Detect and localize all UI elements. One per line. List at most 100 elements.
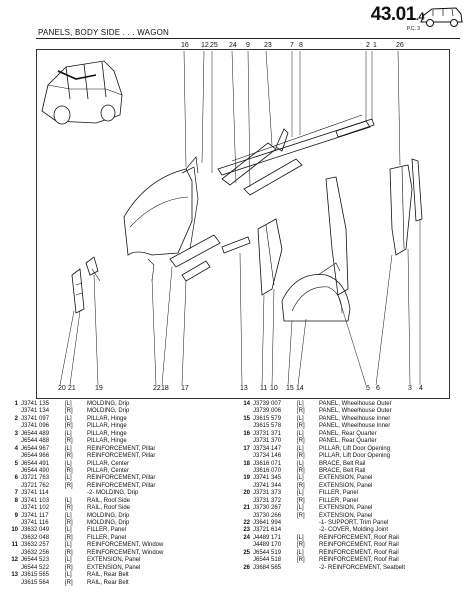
part-side: [R] xyxy=(65,482,73,489)
part-side: [R] xyxy=(297,467,305,474)
part-row: J6544 490[R]PILLAR, Center xyxy=(4,468,234,475)
page-code-sub: .4 xyxy=(415,11,425,23)
part-description: RAIL, Roof Side xyxy=(87,497,131,504)
part-ref-number: 15 xyxy=(243,415,250,422)
part-side: [L] xyxy=(297,490,304,497)
part-description: EXTENSION, Panel xyxy=(319,512,373,519)
part-description: PANEL, Wheelhouse Inner xyxy=(319,415,391,422)
part-number: J3615 565 xyxy=(21,572,50,579)
part-description: -2- MOLDING, Drip xyxy=(87,490,139,497)
part-number: J3741 344 xyxy=(253,482,282,489)
part-side: [R] xyxy=(65,438,73,445)
part-ref-number: 3 xyxy=(14,430,18,437)
part-side: [L] xyxy=(65,542,72,549)
part-description: REINFORCEMENT, Pillar xyxy=(87,482,156,489)
part-number: J3615 578 xyxy=(253,423,282,430)
part-description: FILLER, Panel xyxy=(319,497,359,504)
part-description: MOLDING, Drip xyxy=(87,520,130,526)
part-number: J3721 763 xyxy=(21,475,50,482)
part-side: [R] xyxy=(65,408,73,415)
part-description: -2- REINFORCEMENT, Seatbelt xyxy=(319,564,406,571)
part-description: REINFORCEMENT, Roof Rail xyxy=(319,557,399,564)
part-number: J6544 967 xyxy=(21,445,50,452)
callout-bottom-9: 10 xyxy=(270,385,278,392)
part-description: FILLER, Panel xyxy=(87,534,127,541)
part-description: REINFORCEMENT, Roof Rail xyxy=(319,534,399,541)
part-row: J3741 096[R]PILLAR, Hinge xyxy=(4,423,234,430)
part-side: [R] xyxy=(65,534,73,541)
part-number: J3731 371 xyxy=(253,430,282,437)
callout-bottom-8: 11 xyxy=(260,385,268,392)
part-number: J3741 114 xyxy=(21,490,49,497)
part-side: [L] xyxy=(297,430,304,437)
part-ref-number: 19 xyxy=(243,475,250,482)
part-ref-number: 1 xyxy=(14,401,18,407)
part-number: J4489 170 xyxy=(253,542,282,549)
part-description: BRACE, Belt Rail xyxy=(319,460,366,467)
part-description: RAIL, Rear Belt xyxy=(87,579,129,586)
part-number: J3741 345 xyxy=(253,475,282,482)
part-side: [L] xyxy=(65,572,72,579)
part-description: PILLAR, Hinge xyxy=(87,423,127,430)
part-ref-number: 5 xyxy=(14,460,18,467)
part-side: [L] xyxy=(65,475,72,482)
leader-lines xyxy=(59,50,421,386)
part-description: REINFORCEMENT, Window xyxy=(87,542,164,549)
part-number: J3641 994 xyxy=(253,520,282,526)
part-row: J3632 048 [R] FILLER, Panel xyxy=(4,535,234,542)
part-ref-number: 16 xyxy=(243,430,250,437)
hinge-pillar-parts xyxy=(325,158,423,296)
part-number: J3632 256 xyxy=(21,549,50,556)
part-description: REINFORCEMENT, Pillar xyxy=(87,445,156,452)
part-number: J6544 518 xyxy=(253,557,282,564)
part-number: J3616 070 xyxy=(253,467,282,474)
part-side: [R] xyxy=(297,512,305,519)
part-description: REINFORCEMENT, Pillar xyxy=(87,453,156,460)
part-number: J3730 266 xyxy=(253,512,282,519)
part-side: [L] xyxy=(65,401,72,407)
part-number: J3741 116 xyxy=(21,520,49,526)
part-side: [R] xyxy=(297,453,305,460)
wheelhouse-panels xyxy=(281,262,351,322)
callout-top-4: 24 xyxy=(229,42,237,49)
part-ref-number: 20 xyxy=(243,490,250,497)
part-number: J3741 097 xyxy=(21,415,50,422)
part-side: [L] xyxy=(297,445,304,452)
part-number: J3615 579 xyxy=(253,415,282,422)
part-row: J3739 006[R]PANEL, Wheelhouse Outer xyxy=(236,408,464,415)
callout-bottom-7: 13 xyxy=(240,385,248,392)
part-row: J3741 116[R]MOLDING, Drip xyxy=(4,520,234,527)
part-number: J3734 146 xyxy=(253,453,282,460)
part-number: J3632 048 xyxy=(21,534,50,541)
part-description: PILLAR, Hinge xyxy=(87,430,127,437)
part-row: J3741 344[R]EXTENSION, Panel xyxy=(236,483,464,490)
part-row: J3741 102[R]RAIL, Roof Side xyxy=(4,505,234,512)
pc-label: P.C. 3 xyxy=(406,26,420,32)
part-number: J3731 373 xyxy=(253,490,282,497)
part-number: J3721 762 xyxy=(21,482,50,489)
part-number: J3684 565 xyxy=(253,564,282,571)
part-side: [L] xyxy=(65,512,72,519)
callout-bottom-10: 15 xyxy=(286,385,294,392)
part-row: J3741 134[R]MOLDING, Drip xyxy=(4,408,234,415)
callout-bottom-14: 3 xyxy=(408,385,412,392)
part-side: [R] xyxy=(65,579,73,586)
part-ref-number: 24 xyxy=(243,534,250,541)
part-row: J3734 146[R]PILLAR, Lift Door Opening xyxy=(236,453,464,460)
part-side: [R] xyxy=(297,542,305,549)
part-side: [R] xyxy=(297,557,305,564)
